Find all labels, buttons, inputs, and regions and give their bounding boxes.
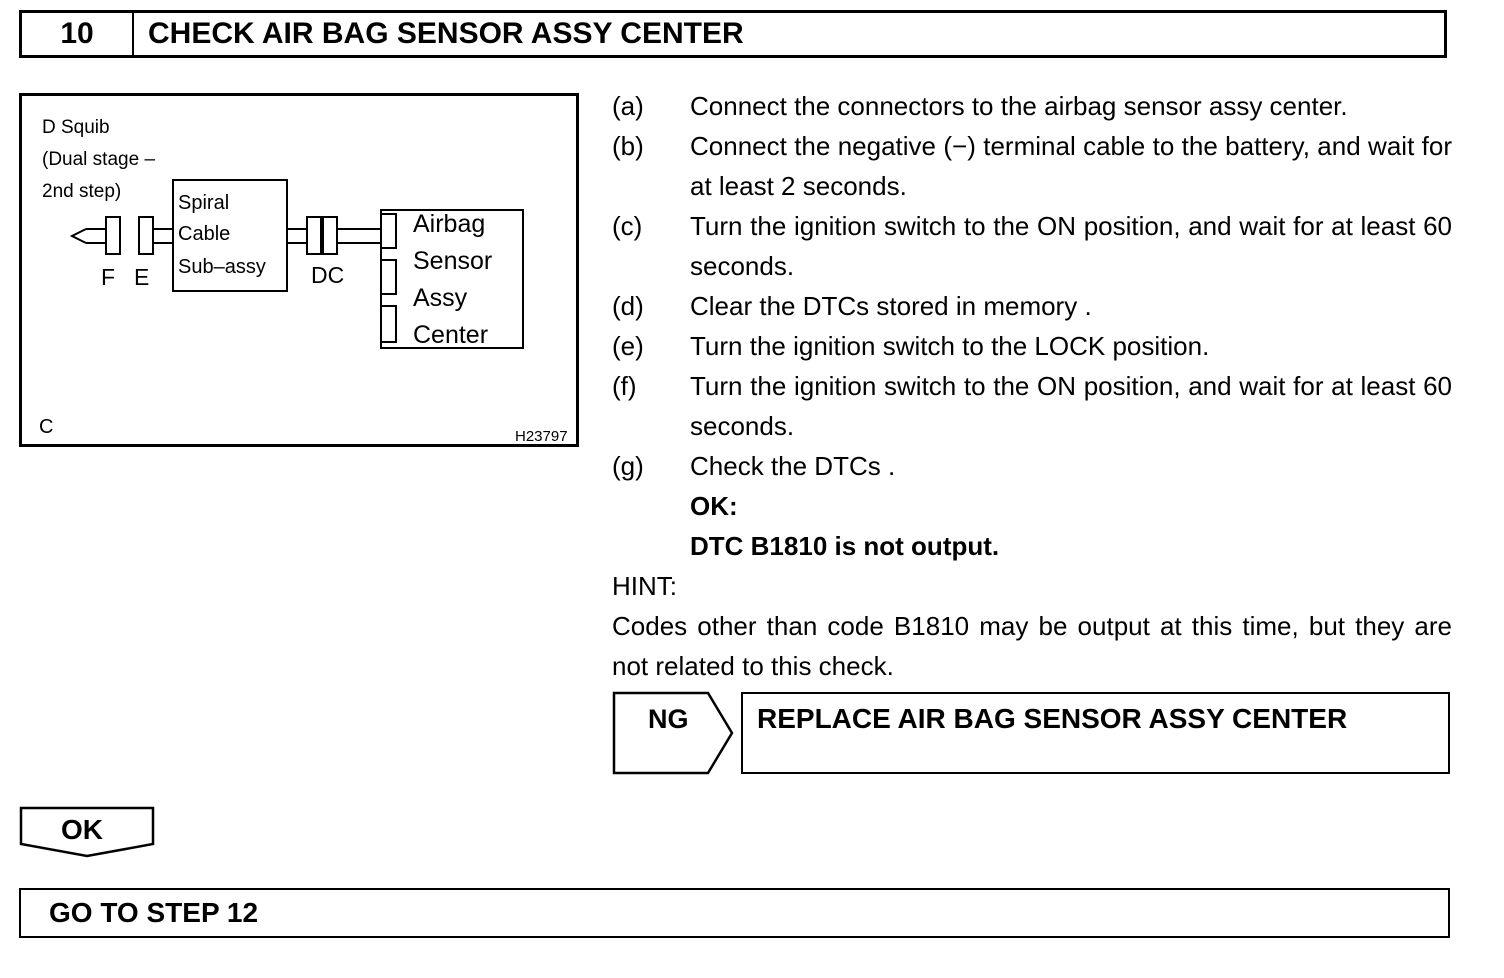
sensor-label-3: Assy (413, 284, 468, 312)
sensor-pin (380, 259, 397, 295)
hint-label: HINT: (612, 571, 677, 601)
connector-c (322, 216, 338, 255)
step-title: CHECK AIR BAG SENSOR ASSY CENTER (148, 17, 744, 50)
squib-label-1: D Squib (42, 117, 110, 138)
step-item: (f) Turn the ignition switch to the ON p… (612, 366, 1452, 446)
step-header: 10 CHECK AIR BAG SENSOR ASSY CENTER (19, 10, 1447, 58)
ok-criteria-text: DTC B1810 is not output. (690, 531, 1000, 561)
step-letter: (e) (612, 331, 644, 361)
connector-dc-label: DC (311, 262, 344, 288)
ng-branch: NG (612, 691, 736, 780)
sensor-label-2: Sensor (413, 247, 492, 275)
spiral-label-3: Sub–assy (178, 256, 266, 278)
ok-label: OK (61, 814, 103, 845)
step-item: (b) Connect the negative (−) terminal ca… (612, 126, 1452, 206)
spiral-label-1: Spiral (178, 192, 229, 214)
step-text: Clear the DTCs stored in memory . (690, 291, 1092, 321)
step-text: Turn the ignition switch to the LOCK pos… (690, 331, 1210, 361)
step-text: Connect the connectors to the airbag sen… (690, 91, 1348, 121)
hint-text: Codes other than code B1810 may be outpu… (612, 611, 1452, 681)
squib-connector-tip (69, 228, 87, 244)
step-text: Turn the ignition switch to the ON posit… (690, 211, 1452, 281)
sensor-pin (380, 213, 397, 249)
step-item: (d) Clear the DTCs stored in memory . (612, 286, 1452, 326)
sensor-label-4: Center (413, 321, 488, 349)
ok-criteria-label: OK: (690, 491, 738, 521)
connector-e-label: E (134, 264, 149, 290)
ng-arrow-shape (612, 691, 734, 775)
wiring-diagram: D Squib (Dual stage – 2nd step) Spiral C… (19, 93, 579, 447)
step-item: (e) Turn the ignition switch to the LOCK… (612, 326, 1452, 366)
step-letter: (a) (612, 91, 644, 121)
sensor-pin (380, 305, 397, 343)
connector-e (138, 216, 154, 255)
spiral-label-2: Cable (178, 223, 230, 245)
ng-label: NG (648, 704, 689, 734)
squib-label-3: 2nd step) (42, 181, 121, 202)
ok-arrow-shape (19, 806, 155, 858)
ok-branch: OK (19, 806, 157, 863)
ng-result-box: REPLACE AIR BAG SENSOR ASSY CENTER (741, 692, 1450, 774)
step-item: (c) Turn the ignition switch to the ON p… (612, 206, 1452, 286)
diagram-corner-label: C (39, 416, 53, 438)
sensor-label-1: Airbag (413, 210, 485, 238)
step-letter: (b) (612, 131, 644, 161)
step-text: Turn the ignition switch to the ON posit… (690, 371, 1452, 441)
connector-d (306, 216, 322, 255)
step-text: Check the DTCs . (690, 451, 896, 481)
diagram-drawing: D Squib (Dual stage – 2nd step) Spiral C… (39, 117, 568, 444)
step-number: 10 (22, 13, 134, 55)
connector-f-label: F (101, 264, 115, 290)
step-item: (a) Connect the connectors to the airbag… (612, 86, 1452, 126)
squib-label-2: (Dual stage – (42, 149, 155, 170)
step-text: Connect the negative (−) terminal cable … (690, 131, 1452, 201)
step-item: (g) Check the DTCs . (612, 446, 1452, 486)
step-letter: (f) (612, 371, 637, 401)
figure-id: H23797 (515, 428, 568, 444)
goto-step-box: GO TO STEP 12 (19, 888, 1450, 938)
instructions: (a) Connect the connectors to the airbag… (612, 86, 1452, 686)
step-letter: (g) (612, 451, 644, 481)
step-letter: (c) (612, 211, 643, 241)
step-letter: (d) (612, 291, 644, 321)
connector-f (105, 216, 121, 255)
spiral-cable-box (172, 179, 288, 292)
